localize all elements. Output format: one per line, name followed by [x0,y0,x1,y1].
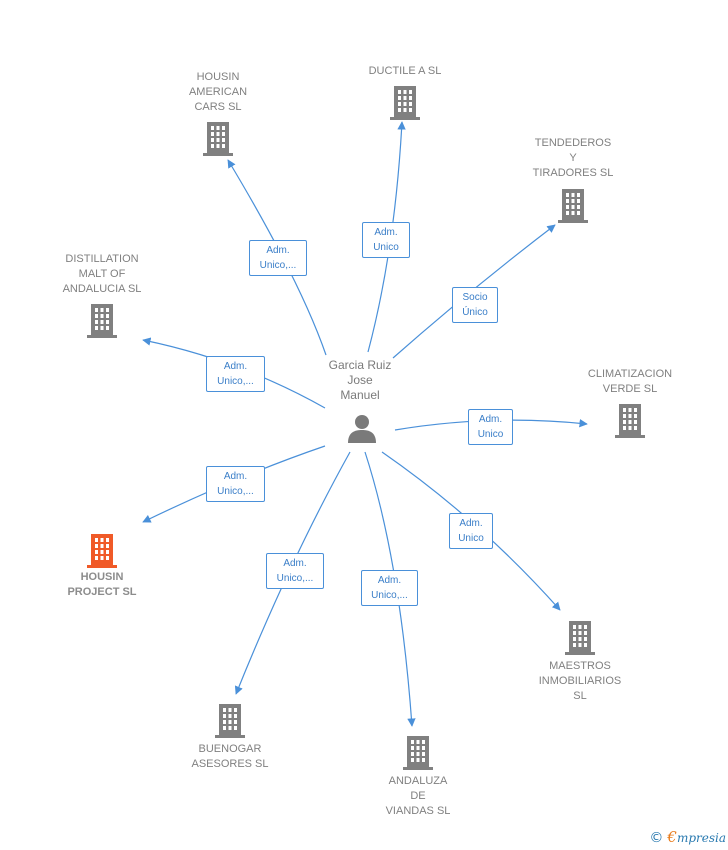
company-label-andaluza[interactable]: ANDALUZA DE VIANDAS SL [386,774,451,819]
building-icon[interactable] [390,86,420,120]
relation-tag-line: Adm. [478,414,503,425]
company-label-line: PROJECT SL [67,586,137,598]
company-label-line: ASESORES SL [191,758,269,770]
building-icon[interactable] [615,404,645,438]
relation-tag-line: Unico,... [217,486,254,497]
building-icon[interactable] [87,304,117,338]
company-label-climatizacion[interactable]: CLIMATIZACION VERDE SL [588,367,672,397]
relation-tag-line: Adm. [459,518,483,529]
company-label-housin-american[interactable]: HOUSIN AMERICAN CARS SL [189,70,247,115]
copyright-icon: © [649,830,664,846]
relation-tag-line: Adm. [223,471,248,482]
relation-tag-line: Adm. [374,227,398,238]
relation-tag-line: Adm. [377,575,402,586]
building-icon[interactable] [215,704,245,738]
company-label-line: TIRADORES SL [532,167,614,179]
relation-tag-line: Único [462,307,488,318]
relation-tag-line: Unico [373,242,399,253]
person-name-line-2: Jose [347,373,373,387]
company-label-line: AMERICAN [188,86,248,98]
relation-tag-distillation[interactable]: Adm. Unico,... [206,356,265,392]
company-label-line: Y [569,152,577,164]
person-name-line-3: Manuel [340,388,380,402]
building-icon[interactable] [203,122,233,156]
relation-tag-line: Unico,... [217,376,254,387]
relation-tag-housin-american[interactable]: Adm. Unico,... [249,240,307,276]
company-label-line: ANDALUZA [388,775,448,787]
relation-tag-maestros[interactable]: Adm. Unico [449,513,493,549]
company-label-line: CARS SL [194,101,242,113]
company-label-line: ANDALUCIA SL [62,283,142,295]
person-icon[interactable] [348,415,376,443]
relation-tag-buenogar[interactable]: Adm. Unico,... [266,553,324,589]
company-label-line: HOUSIN [80,571,124,583]
company-label-ductile[interactable]: DUCTILE A SL [369,64,442,79]
person-name: Garcia Ruiz Jose Manuel [329,358,392,403]
company-label-distillation[interactable]: DISTILLATION MALT OF ANDALUCIA SL [63,252,142,297]
building-icon[interactable] [87,534,117,568]
company-label-line: DE [410,790,426,802]
relation-tag-line: Adm. [266,245,290,256]
relation-tag-line: Unico,... [276,573,314,584]
brand-logo-letter: € [667,828,677,846]
company-label-maestros[interactable]: MAESTROS INMOBILIARIOS SL [539,659,622,704]
company-label-line: CLIMATIZACION [587,368,673,380]
company-label-line: MAESTROS [549,660,611,672]
relation-tag-climatizacion[interactable]: Adm. Unico [468,409,513,445]
person-name-line-1: Garcia Ruiz [328,358,392,372]
relation-tag-line: Socio [462,292,488,303]
relation-tag-housin-project[interactable]: Adm. Unico,... [206,466,265,502]
company-label-line: MALT OF [78,268,126,280]
brand-footer[interactable]: ©€mpresia [649,828,726,846]
company-label-line: BUENOGAR [198,743,262,755]
company-label-line: INMOBILIARIOS [538,675,622,687]
relation-tag-line: Adm. [283,558,307,569]
company-label-line: DISTILLATION [65,253,139,265]
relation-tag-line: Unico,... [259,260,297,271]
company-label-tendederos[interactable]: TENDEDEROS Y TIRADORES SL [533,136,614,181]
company-label-line: VIANDAS SL [385,805,451,817]
company-label-line: VERDE SL [602,383,658,395]
company-label-line: TENDEDEROS [534,137,612,149]
building-icon[interactable] [565,621,595,655]
company-label-line: DUCTILE A SL [368,65,442,77]
building-icon[interactable] [403,736,433,770]
relation-tag-line: Unico,... [371,590,408,601]
relation-tag-line: Adm. [223,361,248,372]
relation-tag-andaluza[interactable]: Adm. Unico,... [361,570,418,606]
relation-tag-line: Unico [477,429,504,440]
relation-tag-line: Unico [458,533,484,544]
relation-tag-ductile[interactable]: Adm. Unico [362,222,410,258]
company-label-line: SL [573,690,587,702]
brand-logo-text: mpresia [676,831,726,845]
building-icon[interactable] [558,189,588,223]
company-label-line: HOUSIN [196,71,240,83]
company-label-housin-project[interactable]: HOUSIN PROJECT SL [67,570,136,600]
company-label-buenogar[interactable]: BUENOGAR ASESORES SL [191,742,268,772]
